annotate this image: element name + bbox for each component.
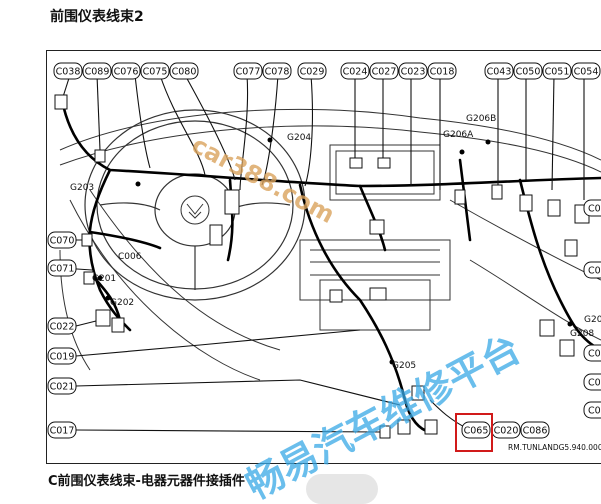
main-harness [60, 98, 601, 434]
connector-blocks [54, 94, 590, 439]
connector-label: C071 [47, 259, 77, 277]
branch-wires [61, 74, 585, 433]
svg-text:C0: C0 [588, 349, 601, 360]
svg-text:C038: C038 [56, 67, 81, 78]
connector-label: C0 [583, 199, 601, 217]
ground-g208-label: G208 [570, 329, 594, 339]
connector-label: C027 [369, 62, 399, 80]
connector-c006-label: C006 [118, 252, 142, 262]
connector-label: C070 [47, 231, 77, 249]
svg-text:C071: C071 [50, 264, 75, 275]
svg-text:C022: C022 [50, 322, 75, 333]
svg-text:C024: C024 [343, 67, 368, 78]
page-title: 前围仪表线束2 [50, 9, 144, 25]
svg-text:C0: C0 [588, 204, 601, 215]
connector-label: C054 [571, 62, 601, 80]
svg-text:C080: C080 [172, 67, 197, 78]
ground-g204-label: G204 [287, 133, 311, 143]
svg-text:C027: C027 [372, 67, 397, 78]
svg-text:C0: C0 [588, 378, 601, 389]
ground-g206a-label: G206A [443, 130, 474, 140]
connector-label: C043 [484, 62, 514, 80]
connector-label: C080 [169, 62, 199, 80]
top-connector-labels: C038 C089 C076 C075 C080 C077 C078 C029 … [53, 62, 601, 80]
inner-labels: C006 G201 G202 G203 G204 G205 G206A G206… [70, 114, 594, 371]
connector-label: C0 [583, 344, 601, 362]
connector-label: C065 [461, 421, 491, 439]
connector-label: C018 [427, 62, 457, 80]
svg-text:C076: C076 [114, 67, 139, 78]
reference-code: RM.TUNLANDG5.940.000 [508, 443, 601, 452]
svg-text:C089: C089 [85, 67, 110, 78]
dashboard-outline [59, 108, 601, 381]
connector-label: C0 [583, 401, 601, 419]
connector-label: C076 [111, 62, 141, 80]
svg-text:C017: C017 [50, 426, 75, 437]
connector-label: C078 [262, 62, 292, 80]
svg-text:G20: G20 [584, 315, 601, 325]
svg-text:C023: C023 [401, 67, 426, 78]
svg-text:C0: C0 [588, 406, 601, 417]
ground-label: G20 [584, 315, 601, 325]
connector-label: C020 [491, 421, 521, 439]
svg-text:C029: C029 [300, 67, 325, 78]
connector-label: C051 [542, 62, 572, 80]
svg-text:C050: C050 [516, 67, 541, 78]
connector-label: C024 [340, 62, 370, 80]
connector-label: C021 [47, 377, 77, 395]
left-connector-labels: C070 C071 C022 C019 C021 C017 [47, 231, 77, 439]
svg-text:C065: C065 [464, 426, 489, 437]
svg-text:C075: C075 [143, 67, 168, 78]
figure-caption: C前围仪表线束-电器元器件接插件 [48, 474, 245, 489]
page-control-pill[interactable] [306, 474, 378, 504]
svg-text:C021: C021 [50, 382, 75, 393]
ground-g202-label: G202 [110, 298, 134, 308]
svg-text:C051: C051 [545, 67, 570, 78]
right-partial-labels: C0 C0 G20 C0 C0 C0 [583, 199, 601, 419]
svg-text:C043: C043 [487, 67, 512, 78]
svg-text:C086: C086 [523, 426, 548, 437]
highlight-box [455, 413, 493, 452]
connector-label: C089 [82, 62, 112, 80]
connector-label: C077 [233, 62, 263, 80]
ground-g201-label: G201 [92, 274, 116, 284]
svg-text:C020: C020 [494, 426, 519, 437]
diagram-frame [46, 50, 601, 464]
ground-g205-label: G205 [392, 361, 416, 371]
svg-text:C078: C078 [265, 67, 290, 78]
connector-label: C050 [513, 62, 543, 80]
ground-points [97, 137, 573, 365]
svg-text:C019: C019 [50, 352, 75, 363]
ground-g206b-label: G206B [466, 114, 496, 124]
connector-label: C0 [583, 261, 601, 279]
connector-label: C075 [140, 62, 170, 80]
svg-text:C054: C054 [574, 67, 599, 78]
connector-label: C086 [520, 421, 550, 439]
connector-label: C023 [398, 62, 428, 80]
connector-label: C022 [47, 317, 77, 335]
ground-g203-label: G203 [70, 183, 94, 193]
connector-label: C019 [47, 347, 77, 365]
svg-text:C070: C070 [50, 236, 75, 247]
connector-label: C038 [53, 62, 83, 80]
svg-text:C018: C018 [430, 67, 455, 78]
brand-logo-icon [180, 195, 210, 225]
display-screen [329, 144, 441, 201]
svg-text:C077: C077 [236, 67, 261, 78]
svg-text:C0: C0 [588, 266, 601, 277]
connector-label: C0 [583, 373, 601, 391]
bottom-connector-labels: C065 C020 C086 [461, 421, 550, 439]
connector-label: C029 [297, 62, 327, 80]
connector-label: C017 [47, 421, 77, 439]
